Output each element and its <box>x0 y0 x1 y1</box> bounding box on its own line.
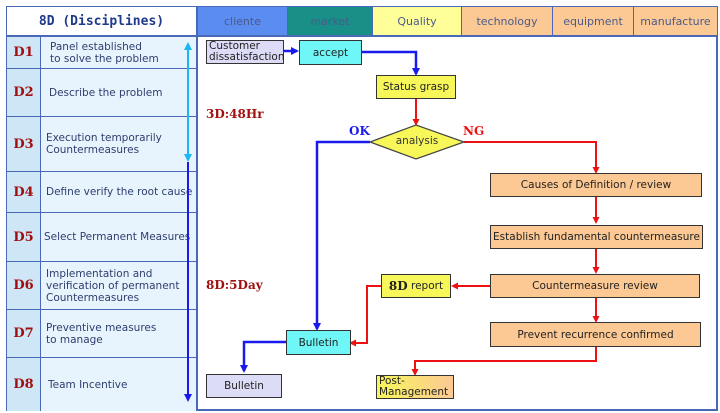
ng-label: NG <box>463 124 485 138</box>
status-grasp-box: Status grasp <box>376 75 456 99</box>
arrow-bulletin-bulletin <box>240 340 286 373</box>
discipline-text: Panel established to solve the problem <box>41 37 198 69</box>
discipline-code: D8 <box>7 358 41 411</box>
ok-label: OK <box>349 124 370 138</box>
discipline-code: D5 <box>7 213 41 262</box>
post-management-box: Post- Management <box>376 375 454 399</box>
dept-header-quality: Quality <box>373 7 462 37</box>
table-title: 8D (Disciplines) <box>7 7 198 37</box>
discipline-text: Implementation and verification of perma… <box>41 262 198 310</box>
report-suffix: report <box>407 280 444 292</box>
dept-header-manufacture: manufacture <box>634 7 718 37</box>
discipline-text: Select Permanent Measures <box>41 213 198 262</box>
discipline-text: Describe the problem <box>41 69 198 117</box>
arrow-report-bulletin <box>349 285 381 347</box>
accept-box: accept <box>299 40 362 65</box>
discipline-code: D7 <box>7 310 41 358</box>
discipline-text: Define verify the root cause <box>41 172 198 213</box>
discipline-text: Execution temporarily Countermeasures <box>41 117 198 172</box>
dept-header-equipment: equipment <box>553 7 634 37</box>
analysis-decision-shape <box>368 124 466 160</box>
dept-header-technology: technology <box>462 7 553 37</box>
discipline-code: D2 <box>7 69 41 117</box>
arrow-accept-status <box>362 50 420 76</box>
bulletin-cliente-box: Bulletin <box>206 374 282 398</box>
discipline-code: D1 <box>7 37 41 69</box>
establish-countermeasure-box: Establish fundamental countermeasure <box>490 225 703 249</box>
discipline-code: D6 <box>7 262 41 310</box>
timing-label-3d: 3D:48Hr <box>206 107 264 121</box>
bulletin-market-box: Bulletin <box>286 330 351 355</box>
analysis-label: analysis <box>395 135 439 147</box>
timing-label-8d: 8D:5Day <box>206 278 263 292</box>
causes-review-box: Causes of Definition / review <box>490 173 702 197</box>
countermeasure-review-box: Countermeasure review <box>490 274 700 298</box>
discipline-code: D3 <box>7 117 41 172</box>
discipline-text: Preventive measures to manage <box>41 310 198 358</box>
discipline-code: D4 <box>7 172 41 213</box>
report-box: 8D report <box>381 274 451 298</box>
ok-path <box>313 140 370 331</box>
dept-header-cliente: cliente <box>198 7 288 37</box>
dept-header-market: market <box>288 7 373 37</box>
ng-path <box>464 141 600 174</box>
arrow-prevent-post <box>411 347 597 376</box>
discipline-text: Team Incentive <box>41 358 198 411</box>
customer-dissatisfaction-box: Customer dissatisfaction <box>206 40 284 64</box>
prevent-recurrence-box: Prevent recurrence confirmed <box>490 322 701 347</box>
report-prefix: 8D <box>388 279 408 293</box>
